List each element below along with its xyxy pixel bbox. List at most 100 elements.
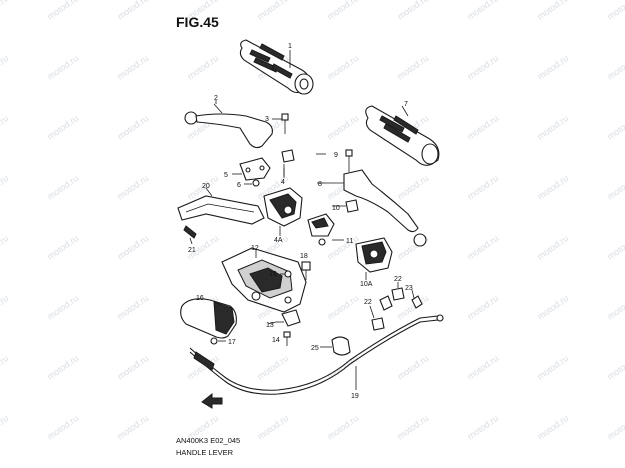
part-16-cover bbox=[180, 298, 237, 339]
watermark-text: motod.ru bbox=[45, 293, 80, 322]
watermark-text: motod.ru bbox=[45, 413, 80, 442]
callout-22-top: 22 bbox=[394, 276, 402, 283]
watermark-text: motod.ru bbox=[395, 173, 430, 202]
watermark-text: motod.ru bbox=[0, 293, 10, 322]
watermark-text: motod.ru bbox=[45, 113, 80, 142]
part-18-bolt bbox=[301, 261, 311, 280]
watermark-text: motod.ru bbox=[535, 173, 570, 202]
watermark-text: motod.ru bbox=[0, 53, 10, 82]
callout-3: 3 bbox=[265, 116, 269, 123]
watermark-text: motod.ru bbox=[45, 53, 80, 82]
watermark-text: motod.ru bbox=[605, 0, 625, 22]
watermark-text: motod.ru bbox=[535, 293, 570, 322]
part-19-cable bbox=[189, 314, 444, 395]
watermark-text: motod.ru bbox=[45, 0, 80, 22]
part-17-screw bbox=[210, 337, 226, 345]
watermark-text: motod.ru bbox=[535, 53, 570, 82]
callout-19: 19 bbox=[351, 393, 359, 400]
callout-20: 20 bbox=[202, 183, 210, 190]
callout-14: 14 bbox=[272, 337, 280, 344]
callout-25: 25 bbox=[311, 345, 319, 352]
callout-4: 4 bbox=[281, 179, 285, 186]
watermark-text: motod.ru bbox=[0, 233, 10, 262]
callout-10a: 10A bbox=[360, 281, 373, 288]
callout-1: 1 bbox=[288, 43, 292, 50]
callout-12: 12 bbox=[251, 245, 259, 252]
part-25-clamp bbox=[320, 336, 351, 356]
watermark-text: motod.ru bbox=[255, 413, 290, 442]
callout-2: 2 bbox=[214, 95, 218, 102]
watermark-text: motod.ru bbox=[255, 0, 290, 22]
watermark-text: motod.ru bbox=[0, 173, 10, 202]
part-21-screw bbox=[183, 225, 197, 245]
watermark-text: motod.ru bbox=[535, 0, 570, 22]
figure-title: FIG.45 bbox=[176, 14, 219, 30]
watermark-text: motod.ru bbox=[605, 113, 625, 142]
watermark-text: motod.ru bbox=[0, 113, 10, 142]
part-7-grip bbox=[365, 105, 440, 166]
watermark-text: motod.ru bbox=[465, 233, 500, 262]
watermark-text: motod.ru bbox=[115, 413, 150, 442]
part-14-bolt bbox=[283, 331, 291, 346]
watermark-text: motod.ru bbox=[395, 53, 430, 82]
part-20-bracket bbox=[177, 187, 265, 225]
figure-code: AN400K3 E02_045 bbox=[176, 436, 241, 445]
part-15-screw bbox=[280, 270, 292, 278]
part-13-clamp bbox=[276, 309, 301, 327]
watermark-text: motod.ru bbox=[465, 53, 500, 82]
part-2-lever bbox=[184, 103, 273, 149]
watermark-text: motod.ru bbox=[325, 413, 360, 442]
part-6-screw bbox=[244, 179, 260, 187]
watermark-text: motod.ru bbox=[45, 173, 80, 202]
watermark-text: motod.ru bbox=[395, 413, 430, 442]
callout-23: 23 bbox=[405, 285, 413, 292]
watermark-text: motod.ru bbox=[605, 293, 625, 322]
callout-10: 10 bbox=[332, 205, 340, 212]
front-arrow-icon bbox=[201, 392, 223, 409]
callout-18: 18 bbox=[300, 253, 308, 260]
part-23-clip bbox=[411, 289, 423, 309]
watermark-text: motod.ru bbox=[325, 293, 360, 322]
watermark-text: motod.ru bbox=[465, 413, 500, 442]
watermark-text: motod.ru bbox=[605, 353, 625, 382]
watermark-text: motod.ru bbox=[0, 353, 10, 382]
callout-11: 11 bbox=[346, 238, 353, 245]
watermark-text: motod.ru bbox=[115, 53, 150, 82]
watermark-text: motod.ru bbox=[465, 0, 500, 22]
watermark-text: motod.ru bbox=[185, 53, 220, 82]
part-1-grip bbox=[239, 39, 314, 95]
watermark-text: motod.ru bbox=[465, 113, 500, 142]
watermark-text: motod.ru bbox=[605, 53, 625, 82]
part-10a-housing bbox=[355, 237, 393, 280]
watermark-text: motod.ru bbox=[325, 233, 360, 262]
watermark-text: motod.ru bbox=[115, 353, 150, 382]
callout-17: 17 bbox=[228, 339, 236, 346]
part-10-nut bbox=[345, 199, 359, 213]
watermark-text: motod.ru bbox=[535, 353, 570, 382]
watermark-text: motod.ru bbox=[0, 0, 10, 22]
watermark-text: motod.ru bbox=[115, 233, 150, 262]
watermark-text: motod.ru bbox=[465, 353, 500, 382]
watermark-text: motod.ru bbox=[535, 413, 570, 442]
callouts: 1 2 3 4 5 6 4A 7 8 9 10 11 10A 20 21 12 … bbox=[188, 43, 413, 400]
callout-7: 7 bbox=[404, 101, 408, 108]
watermark-text: motod.ru bbox=[115, 113, 150, 142]
watermark-text: motod.ru bbox=[395, 0, 430, 22]
callout-13: 13 bbox=[266, 322, 274, 329]
watermark-text: motod.ru bbox=[395, 353, 430, 382]
part-4a-housing bbox=[263, 187, 303, 236]
watermark-text: motod.ru bbox=[45, 233, 80, 262]
callout-8: 8 bbox=[318, 181, 322, 188]
callout-22-bottom: 22 bbox=[364, 299, 372, 306]
callout-6: 6 bbox=[237, 182, 241, 189]
part-8-lever bbox=[326, 169, 427, 247]
callout-16: 16 bbox=[196, 295, 204, 302]
watermark-text: motod.ru bbox=[325, 113, 360, 142]
part-9-bolt bbox=[345, 149, 353, 172]
watermark-text: motod.ru bbox=[465, 293, 500, 322]
figure-name: HANDLE LEVER bbox=[176, 448, 234, 457]
watermark-text: motod.ru bbox=[255, 353, 290, 382]
callout-15: 15 bbox=[269, 271, 277, 278]
part-22-clip bbox=[369, 282, 405, 331]
